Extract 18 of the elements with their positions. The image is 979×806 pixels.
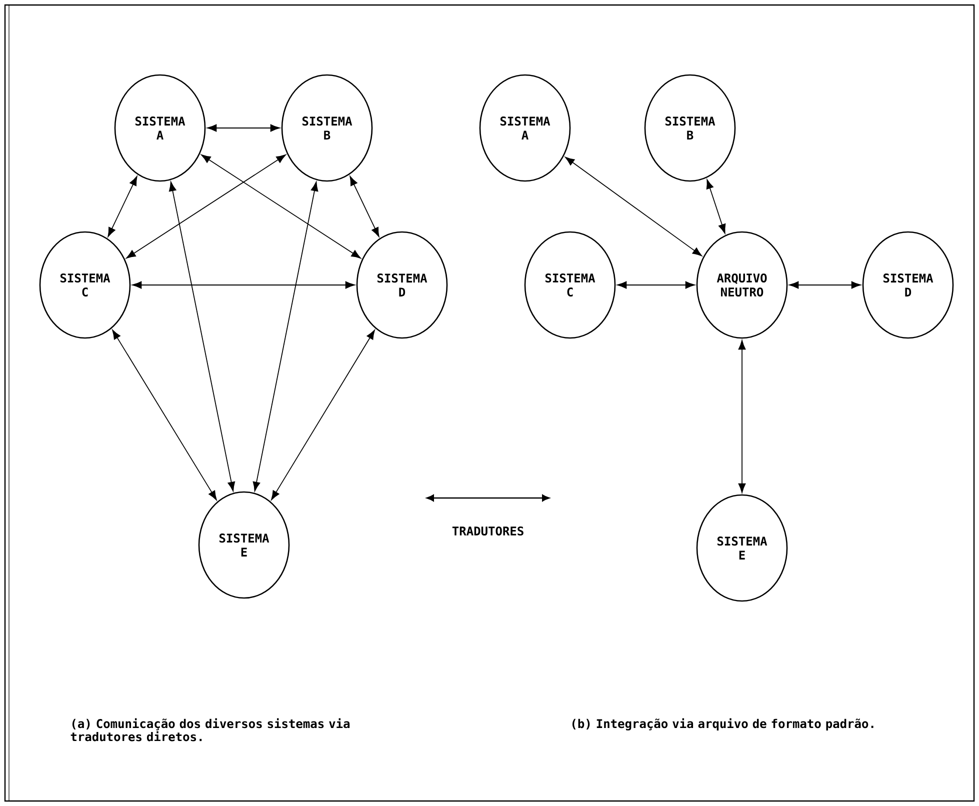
arrow: [201, 154, 361, 258]
caption: (a) Comunicação dos diversos sistemas via tradutores diretos.: [70, 718, 350, 742]
arrow: [126, 154, 286, 258]
arrow: [617, 281, 695, 289]
legend-label: TRADUTORES: [452, 526, 524, 536]
arrow: [132, 281, 355, 289]
arrow: [108, 176, 138, 237]
arrow: [271, 330, 375, 500]
arrow: [789, 281, 861, 289]
arrow: [350, 176, 380, 237]
arrow: [252, 182, 318, 492]
arrow: [168, 182, 236, 492]
arrow: [706, 179, 726, 234]
caption: (b) Integração via arquivo de formato padrão.: [572, 718, 874, 730]
arrow: [564, 156, 702, 256]
arrow: [207, 124, 280, 132]
arrow: [738, 340, 746, 493]
arrow: [112, 330, 217, 500]
